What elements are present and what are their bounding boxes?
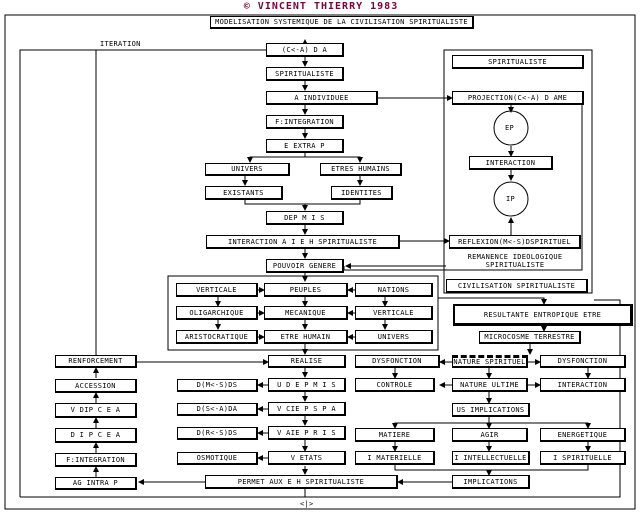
dsa-box: D(S<-A)DA [177,403,258,416]
grid-etre-humain: ETRE HUMAIN [264,330,348,344]
vetats-box: V ETATS [268,451,346,465]
energetique-box: ENERGETIQUE [540,428,626,442]
f-integration-box: F:INTEGRATION [266,115,344,129]
v-dip-box: V DIP C E A [55,403,137,418]
grid-peuples: PEUPLES [264,283,348,297]
grid-mecanique: MECANIQUE [264,306,348,320]
drs-box: D(R<-S)DS [177,427,258,440]
projection-box: PROJECTION(C<-A) D AME [452,91,584,105]
agir-box: AGIR [452,428,528,442]
grid-verticale-2: VERTICALE [355,306,433,320]
nature-spirituel-box: NATURE SPIRITUEL [452,355,528,368]
iteration-label: ITERATION [100,40,141,48]
dep-mis-box: DEP M I S [266,211,344,225]
ip-label: IP [506,195,516,203]
a-individuee-box: A INDIVIDUEE [266,91,378,105]
dysfonction-left-box: DYSFONCTION [355,355,440,368]
grid-oligarchique: OLIGARCHIQUE [176,306,258,320]
identites-box: IDENTITES [331,186,393,200]
controle-box: CONTROLE [355,378,435,392]
us-implications-box: US IMPLICATIONS [452,403,530,417]
i-materielle-box: I MATERIELLE [355,451,435,465]
grid-aristocratique: ARISTOCRATIQUE [176,330,258,344]
diagram-title: MODELISATION SYSTEMIQUE DE LA CIVILISATI… [210,16,474,29]
nature-ultime-box: NATURE ULTIME [452,378,528,392]
renforcement-box: RENFORCEMENT [55,355,137,368]
pouvoir-genere-box: POUVOIR GENERE [266,259,344,273]
copyright-header: © VINCENT THIERRY 1983 [243,1,399,12]
ag-intra-box: AG INTRA P [55,477,137,490]
grid-nations: NATIONS [355,283,433,297]
implications-box: IMPLICATIONS [452,475,530,489]
existants-box: EXISTANTS [205,186,283,200]
resultante-box: RESULTANTE ENTROPIQUE ETRE [453,304,633,326]
matiere-box: MATIERE [355,428,435,442]
grid-univers: UNIVERS [355,330,433,344]
ep-label: EP [505,124,515,132]
reflexion-box: REFLEXION(M<-S)DSPIRITUEL [449,235,581,249]
microcosme-box: MICROCOSME TERRESTRE [479,331,581,344]
e-extra-p-box: E EXTRA P [266,139,344,153]
realise-box: REALISE [268,355,346,368]
udepmis-box: U D E P M I S [268,378,346,392]
dysfonction-right-box: DYSFONCTION [540,355,626,368]
lower-interaction-box: INTERACTION [540,378,626,392]
etres-humains-box: ETRES HUMAINS [320,163,402,176]
left-f-integration-box: F:INTEGRATION [55,453,137,467]
accession-box: ACCESSION [55,379,137,393]
univers-box: UNIVERS [205,163,290,176]
right-spiritualiste-box: SPIRITUALISTE [452,55,584,69]
vaie-box: V AIE P R I S [268,426,346,440]
i-spirituelle-box: I SPIRITUELLE [540,451,626,465]
osmotique-box: OSMOTIQUE [177,452,258,465]
civilisation-box: CIVILISATION SPIRITUALISTE [446,279,588,293]
permet-box: PERMET AUX E H SPIRITUALISTE [205,475,398,489]
right-interaction-box: INTERACTION [469,156,553,170]
remanence-text: REMANENCE IDEOLOGIQUE SPIRITUALISTE [467,252,563,269]
grid-verticale: VERTICALE [176,283,258,297]
bottom-arrow-label: <|> [300,500,314,508]
interaction-aieh-box: INTERACTION A I E H SPIRITUALISTE [206,235,400,249]
vcie-box: V CIE P S P A [268,402,346,416]
dms-box: D(M<-S)DS [177,379,258,392]
cda-box: (C<-A) D A [266,43,344,57]
dipcea-box: D I P C E A [55,428,137,443]
spiritualiste-box: SPIRITUALISTE [266,67,344,81]
i-intellectuelle-box: I INTELLECTUELLE [452,451,530,465]
